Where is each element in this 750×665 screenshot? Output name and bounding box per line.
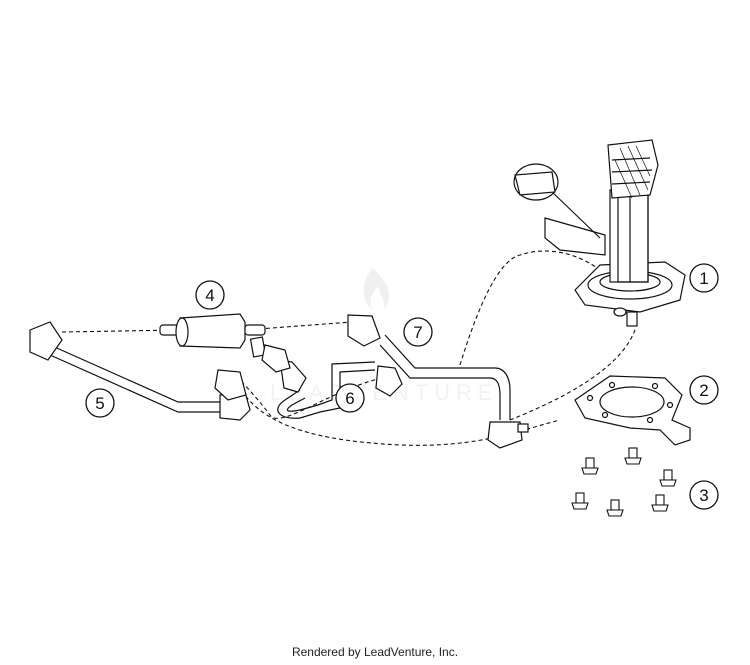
gasket <box>574 375 691 446</box>
callout-5: 5 <box>85 388 115 418</box>
callout-7: 7 <box>403 317 433 347</box>
fuel-line-5 <box>29 321 251 421</box>
callout-2-label: 2 <box>699 381 708 400</box>
callout-4-label: 4 <box>205 286 214 305</box>
callout-4: 4 <box>195 280 225 310</box>
callout-1-label: 1 <box>699 269 708 288</box>
callout-5-label: 5 <box>95 394 104 413</box>
callout-6-label: 6 <box>345 389 354 408</box>
callout-3-label: 3 <box>699 486 708 505</box>
leader-lines <box>61 250 636 446</box>
callout-3: 3 <box>689 480 719 510</box>
fuel-filter <box>159 313 267 358</box>
callout-7-label: 7 <box>413 323 422 342</box>
callout-2: 2 <box>689 375 719 405</box>
screws <box>571 447 677 517</box>
callout-1: 1 <box>689 263 719 293</box>
callout-6: 6 <box>335 383 365 413</box>
footer-credit: Rendered by LeadVenture, Inc. <box>291 645 459 659</box>
fuel-line-7 <box>347 314 529 449</box>
fuel-pump-assembly <box>513 139 686 327</box>
fuel-line-6 <box>261 344 403 419</box>
